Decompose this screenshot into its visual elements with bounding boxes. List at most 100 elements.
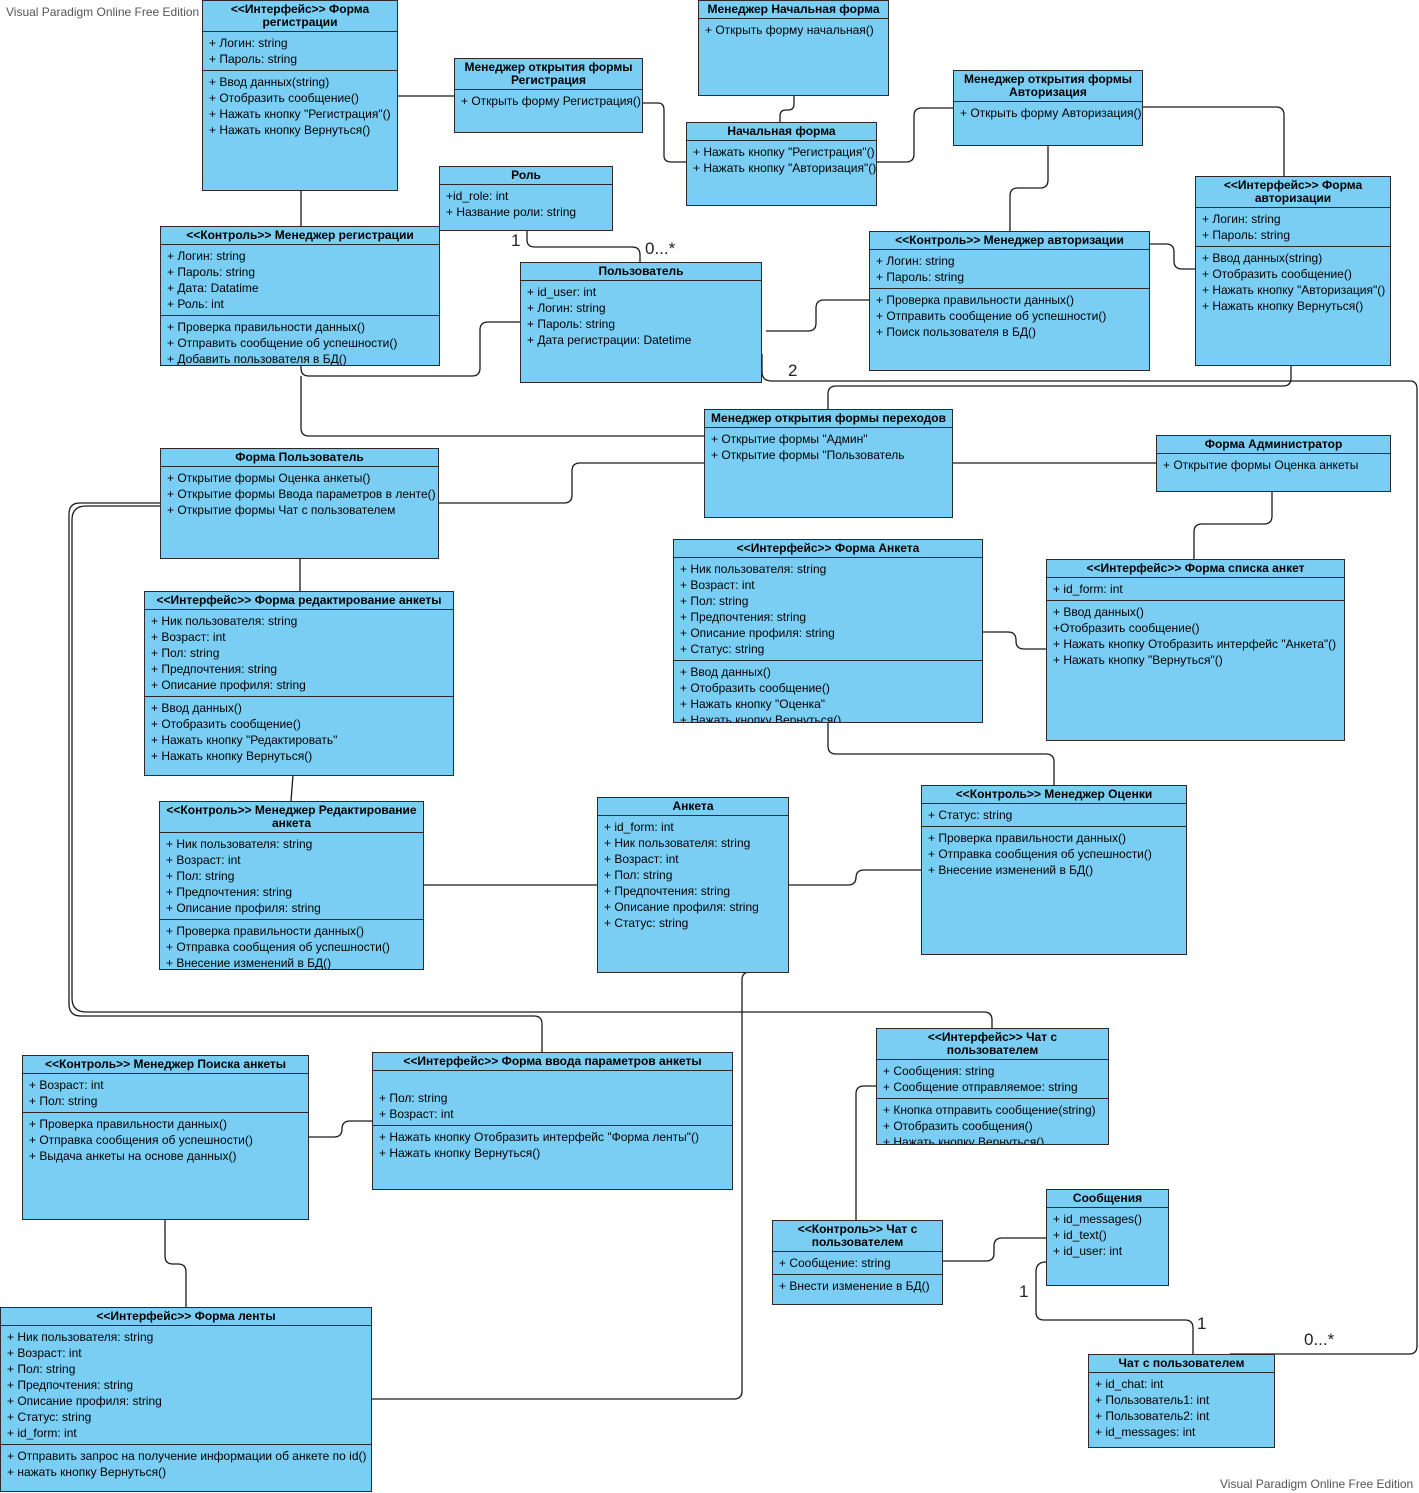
class-member: + Название роли: string [446, 205, 577, 219]
class-title: Менеджер открытия формы Авторизация [954, 71, 1142, 102]
class-registration-open-manager: Менеджер открытия формы Регистрация + Отк… [454, 58, 643, 133]
operations-section: + Ввод данных()+ Отобразить сообщение()+… [145, 697, 453, 767]
class-title: <<Контроль>> Менеджер регистрации [161, 227, 439, 245]
class-member: + Пол: string [604, 868, 673, 882]
class-member: + id_text() [1053, 1228, 1107, 1242]
multiplicity-user-chat: 2 [788, 361, 798, 380]
attributes-section: + Сообщение: string [773, 1252, 942, 1275]
class-member: + Логин: string [167, 249, 246, 263]
class-member: + Нажать кнопку Вернуться() [151, 749, 313, 763]
class-member: + Ник пользователя: string [604, 836, 751, 850]
class-member: + Проверка правильности данных() [876, 293, 1074, 307]
class-title: <<Контроль>> Менеджер Редактирование анк… [160, 802, 423, 833]
class-member: + Пол: string [680, 594, 749, 608]
class-member: + Нажать кнопку Отобразить интерфейс "Ан… [1053, 637, 1337, 651]
members-section: +id_role: int + Название роли: string [440, 185, 612, 223]
class-member: + Возраст: int [29, 1078, 104, 1092]
class-member: + Открыть форму начальная() [705, 23, 874, 37]
operations-section: + Ввод данных(string)+ Отобразить сообще… [1196, 247, 1390, 317]
class-title: <<Контроль>> Чат с пользователем [773, 1221, 942, 1252]
class-title: Менеджер открытия формы переходов [705, 410, 952, 428]
multiplicity-chat-messages: 1 [1197, 1314, 1207, 1333]
class-title: Начальная форма [687, 123, 876, 141]
class-member: + Нажать кнопку "Авторизация"() [693, 161, 877, 175]
class-member: + Возраст: int [7, 1346, 82, 1360]
class-member: + Предпочтения: string [680, 610, 807, 624]
class-title: <<Интерфейс>> Форма ввода параметров анк… [373, 1053, 732, 1071]
class-member: + Нажать кнопку "Редактировать" [151, 733, 338, 747]
assoc-auth-open-manager-to-auth-control [1009, 146, 1049, 231]
class-member: + Отобразить сообщение() [151, 717, 301, 731]
class-member: + Ник пользователя: string [151, 614, 298, 628]
class-member: + Нажать кнопку "Оценка" [680, 697, 826, 711]
assoc-user-to-auth-control [766, 299, 869, 332]
assoc-reg-control-to-transition-manager [300, 376, 704, 437]
attributes-section: + Ник пользователя: string+ Возраст: int… [145, 610, 453, 697]
class-member: + Открытие формы Оценка анкеты() [167, 471, 371, 485]
class-member: + Сообщение: string [779, 1256, 891, 1270]
class-anketa: Анкета+ id_form: int+ Ник пользователя: … [597, 797, 789, 973]
class-member: + Нажать кнопку "Вернуться"() [1053, 653, 1223, 667]
class-member: + Возраст: int [680, 578, 755, 592]
members-section: + Нажать кнопку "Регистрация"() + Нажать … [687, 141, 876, 179]
class-member: + Нажать кнопку Вернуться() [209, 123, 371, 137]
attributes-section: + Ник пользователя: string+ Возраст: int… [674, 558, 982, 661]
class-member: + Логин: string [209, 36, 288, 50]
class-member: + Отобразить сообщения() [883, 1119, 1033, 1133]
members-section: + Открыть форму Авторизация() [954, 102, 1142, 124]
operations-section: + Нажать кнопку Отобразить интерфейс "Фо… [373, 1126, 732, 1164]
class-member: + id_form: int [7, 1426, 77, 1440]
class-title: Менеджер открытия формы Регистрация [455, 59, 642, 90]
multiplicity-role: 1 [511, 231, 521, 250]
class-title: <<Интерфейс>> Форма редактирование анкет… [145, 592, 453, 610]
class-member: + Пользователь1: int [1095, 1393, 1210, 1407]
class-member: + Пароль: string [876, 270, 964, 284]
assoc-search-control-to-feed-form [164, 1220, 187, 1307]
class-member: + Нажать кнопку Вернуться() [1202, 299, 1364, 313]
assoc-chat-interface-to-chat-control [855, 1085, 876, 1220]
class-title: <<Контроль>> Менеджер авторизации [870, 232, 1149, 250]
class-member: + Внести изменение в БД() [779, 1279, 930, 1293]
class-member: + Предпочтения: string [166, 885, 293, 899]
class-member: + Предпочтения: string [604, 884, 731, 898]
operations-section: + Отправить запрос на получение информац… [1, 1445, 371, 1483]
class-member: + Описание профиля: string [151, 678, 306, 692]
class-member: + Открытие формы Чат с пользователем [167, 503, 396, 517]
class-anketa-edit-form: <<Интерфейс>> Форма редактирование анкет… [144, 591, 454, 776]
operations-section: + Ввод данных()+Отобразить сообщение()+ … [1047, 601, 1344, 671]
class-member: + Внесение изменений в БД() [166, 956, 332, 970]
class-member: + Открыть форму Регистрация() [461, 94, 641, 108]
class-member: + Пол: string [166, 869, 235, 883]
class-member: + Проверка правильности данных() [928, 831, 1126, 845]
members-section: + Открытие формы Оценка анкеты() + Открыт… [161, 467, 438, 521]
class-member: + Логин: string [527, 301, 606, 315]
class-chat: Чат с пользователем+ id_chat: int+ Польз… [1088, 1354, 1275, 1448]
class-member [379, 1074, 726, 1090]
class-anketa-params-form: <<Интерфейс>> Форма ввода параметров анк… [372, 1052, 733, 1190]
attributes-section: + Логин: string+ Пароль: string+ Дата: D… [161, 245, 439, 316]
assoc-admin-form-to-list-form [1193, 491, 1273, 559]
class-title: <<Контроль>> Менеджер Поиска анкеты [23, 1056, 308, 1074]
class-title: <<Интерфейс>> Форма Анкета [674, 540, 982, 558]
class-member: + Пол: string [379, 1091, 448, 1105]
class-anketa-list-form: <<Интерфейс>> Форма списка анкет+ id_for… [1046, 559, 1345, 741]
class-title: <<Интерфейс>> Форма списка анкет [1047, 560, 1344, 578]
attributes-section: + Статус: string [922, 804, 1186, 827]
assoc-form-anketa-to-list-form [983, 631, 1046, 650]
class-member: + Статус: string [7, 1410, 92, 1424]
class-member: + Нажать кнопку "Регистрация"() [693, 145, 875, 159]
class-member: + Пароль: string [167, 265, 255, 279]
class-member: + Нажать кнопку "Авторизация"() [1202, 283, 1386, 297]
attributes-section: + Ник пользователя: string+ Возраст: int… [1, 1326, 371, 1445]
class-member: + Предпочтения: string [7, 1378, 134, 1392]
class-title: <<Контроль>> Менеджер Оценки [922, 786, 1186, 804]
class-member: +id_role: int [446, 189, 509, 203]
class-member: + Отобразить сообщение() [1202, 267, 1352, 281]
class-member: + Отправка сообщения об успешности() [166, 940, 390, 954]
class-title: <<Интерфейс>> Чат с пользователем [877, 1029, 1108, 1060]
class-registration-form: <<Интерфейс>> Форма регистрации+ Логин: … [202, 0, 398, 191]
class-member: + Пароль: string [1202, 228, 1290, 242]
class-member: + Отправить сообщение об успешности() [876, 309, 1107, 323]
class-member: + Сообщение отправляемое: string [883, 1080, 1078, 1094]
class-title: Сообщения [1047, 1190, 1168, 1208]
